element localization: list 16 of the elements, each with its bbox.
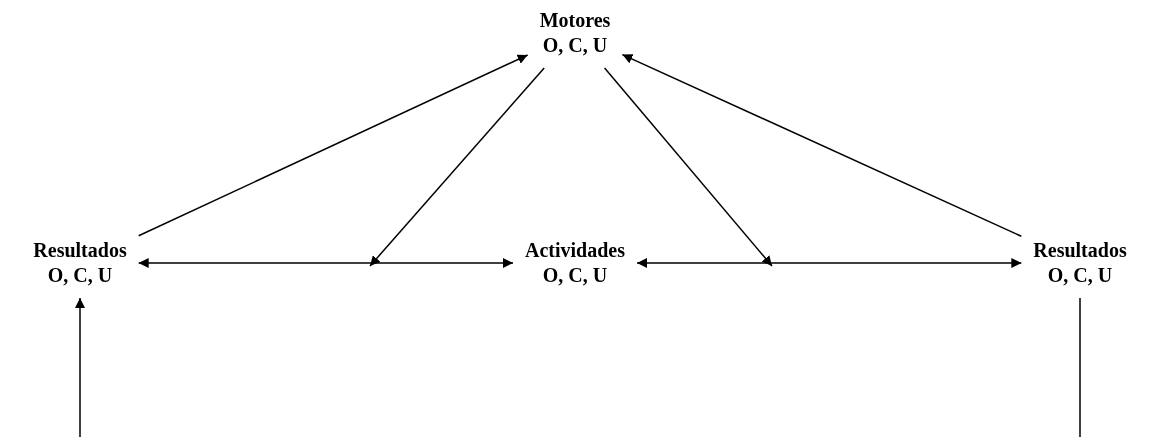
connector-line [1079,297,1081,437]
arrow [369,67,545,267]
node-label: O, C, U [541,33,609,58]
node-title: Resultados [33,238,127,263]
node-label: O, C, U [541,263,609,288]
node-title: Motores [539,8,611,33]
arrow [621,53,1023,238]
arrow [75,297,85,437]
node-label: O, C, U [1046,263,1114,288]
node-title: Actividades [525,238,625,263]
arrow [137,54,529,237]
arrow [137,258,514,268]
node-title: Resultados [1033,238,1127,263]
arrow [636,258,1023,268]
node-label: O, C, U [46,263,114,288]
arrow [603,67,773,267]
